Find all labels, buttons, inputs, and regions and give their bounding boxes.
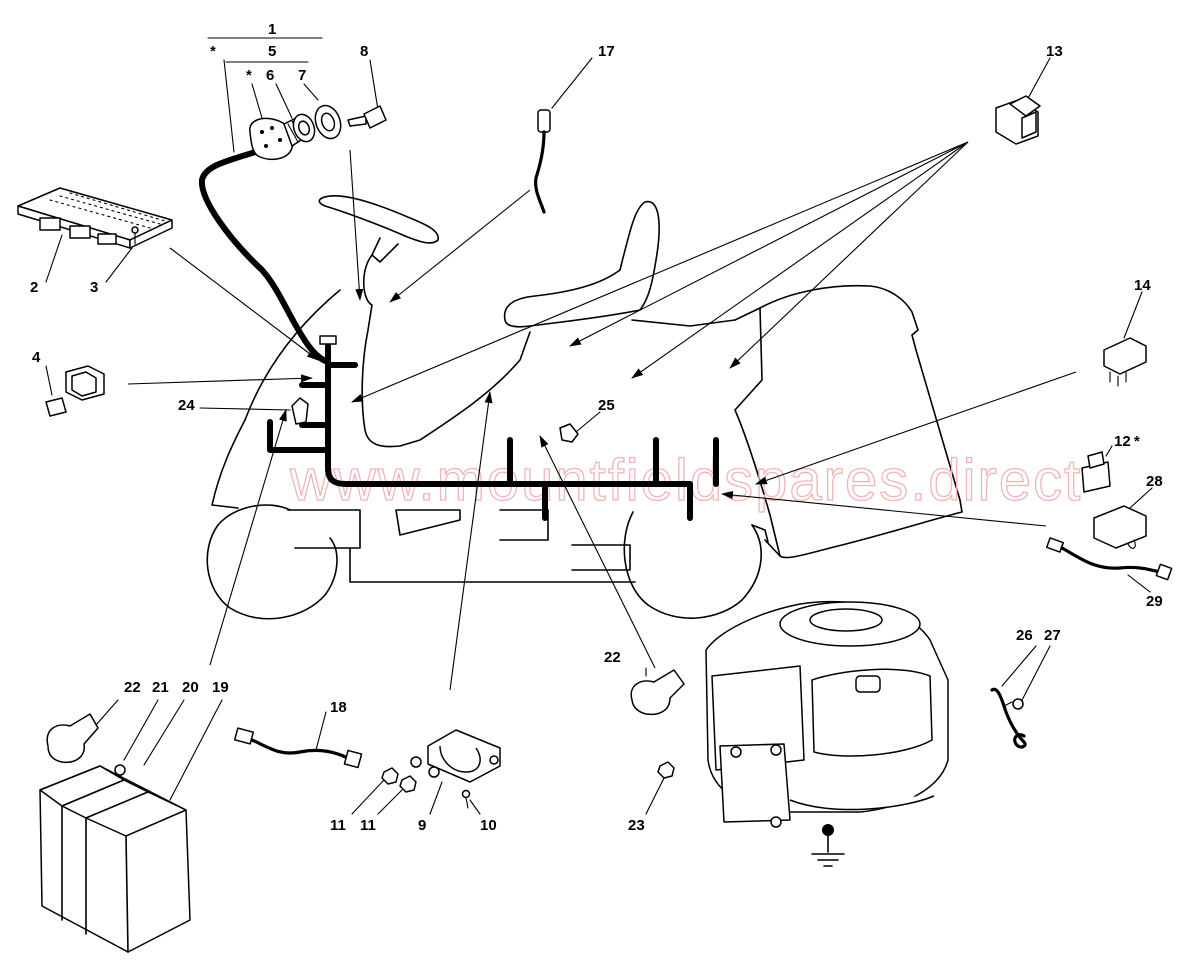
callout-22-right: 22: [604, 649, 621, 666]
star-marker-12: *: [1134, 433, 1140, 450]
callout-11-a: 11: [330, 817, 346, 834]
seat-sensor: [534, 109, 551, 214]
callout-13: 13: [1046, 43, 1063, 60]
callout-leaders: [45, 37, 1153, 815]
callout-3: 3: [90, 279, 98, 296]
callout-17: 17: [598, 43, 615, 60]
callout-28: 28: [1146, 473, 1163, 490]
clip-25: [559, 423, 579, 443]
callout-8: 8: [360, 43, 368, 60]
callout-10: 10: [480, 817, 497, 834]
lead-18: [233, 727, 363, 769]
callout-25: 25: [598, 397, 615, 414]
callout-23: 23: [628, 817, 645, 834]
callout-14: 14: [1134, 277, 1151, 294]
ignition-switch-assembly: [249, 104, 342, 161]
callout-5: 5: [268, 43, 276, 60]
callout-27: 27: [1044, 627, 1061, 644]
watermark: www.mountfieldspares.direct: [289, 448, 1082, 513]
callout-11-b: 11: [360, 817, 376, 834]
callout-6: 6: [266, 67, 274, 84]
pressure-switch: [1081, 451, 1111, 493]
callout-9: 9: [418, 817, 426, 834]
callout-20: 20: [182, 679, 199, 696]
clip-26: [990, 687, 1027, 749]
micro-switch: [1103, 337, 1147, 387]
relay-28: [1093, 505, 1147, 549]
harness-connector: [319, 335, 337, 345]
terminal-boot-22a: [46, 713, 99, 764]
ignition-key: [347, 105, 387, 129]
callout-24: 24: [178, 397, 195, 414]
callout-7: 7: [298, 67, 306, 84]
callout-labels: 1 * 5 * 6 7 8 17 13 2 3 4 24 25 14 12 * …: [30, 21, 1163, 834]
tractor-outline: [206, 194, 963, 620]
circuit-board: [17, 187, 173, 249]
callout-4: 4: [32, 349, 41, 366]
callout-2: 2: [30, 279, 38, 296]
callout-29: 29: [1146, 593, 1163, 610]
nut-23: [657, 761, 675, 779]
terminal-boot-22b: [630, 669, 685, 716]
nuts-screws: [381, 767, 471, 809]
clip-24: [291, 397, 309, 425]
star-marker-5: *: [210, 43, 216, 60]
screw-27: [1003, 698, 1024, 710]
solenoid: [410, 729, 501, 783]
engine: [705, 600, 949, 867]
wiring-harness: [198, 147, 719, 521]
battery: [39, 764, 191, 953]
callout-19: 19: [212, 679, 229, 696]
callout-1: 1: [268, 21, 276, 38]
callout-21: 21: [152, 679, 169, 696]
switch-13: [995, 95, 1041, 145]
callout-18: 18: [330, 699, 347, 716]
arrows: [127, 141, 1077, 691]
star-marker-6: *: [246, 67, 252, 84]
callout-12: 12: [1114, 433, 1131, 450]
callout-22-left: 22: [124, 679, 141, 696]
callout-26: 26: [1016, 627, 1033, 644]
lead-29: [1045, 537, 1173, 581]
relay-fuse: [45, 365, 105, 417]
